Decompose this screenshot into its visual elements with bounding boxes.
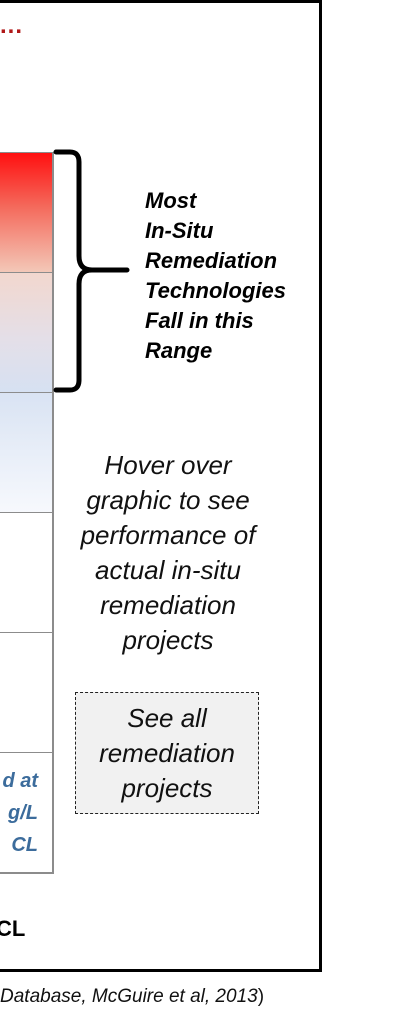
see-all-projects-button[interactable]: See all remediation projects <box>75 692 259 814</box>
concentration-bands[interactable]: d at g/L CL <box>0 152 54 874</box>
source-paren: ) <box>257 986 265 1007</box>
hover-line: projects <box>122 625 214 655</box>
in-situ-range-label: Most In-Situ Remediation Technologies Fa… <box>145 186 286 366</box>
band-6-label-line: g/L <box>8 802 38 824</box>
see-all-line: remediation <box>99 737 235 768</box>
hover-line: remediation <box>100 590 236 620</box>
hover-line: graphic to see <box>86 485 250 515</box>
band-3[interactable] <box>0 392 52 514</box>
range-label-line: Remediation <box>145 248 278 273</box>
diagram-frame <box>0 0 322 972</box>
range-label-line: In-Situ <box>145 218 214 243</box>
hover-line: Hover over <box>104 450 232 480</box>
range-label-line: Range <box>145 338 213 363</box>
band-1[interactable] <box>0 152 52 274</box>
hover-line: performance of <box>80 520 256 550</box>
band-6-label: d at g/L CL <box>2 765 38 861</box>
band-6-label-line: CL <box>11 834 38 856</box>
band-4[interactable] <box>0 512 52 634</box>
see-all-line: See all <box>127 702 207 733</box>
see-all-line: projects <box>121 772 213 803</box>
mcl-label: CL <box>0 916 26 941</box>
band-2[interactable] <box>0 272 52 394</box>
source-citation: Database, McGuire et al, 2013) <box>0 986 264 1008</box>
range-bracket-icon <box>53 149 130 393</box>
band-5[interactable] <box>0 632 52 754</box>
header-ellipsis: ... <box>0 12 24 39</box>
band-6-label-line: d at <box>2 770 38 792</box>
source-text: Database, McGuire et al, 2013 <box>0 986 258 1007</box>
range-label-line: Most <box>145 188 197 213</box>
range-label-line: Technologies <box>145 278 286 303</box>
band-6[interactable]: d at g/L CL <box>0 752 52 874</box>
hover-instruction: Hover over graphic to see performance of… <box>64 448 272 658</box>
range-label-line: Fall in this <box>145 308 254 333</box>
hover-line: actual in-situ <box>95 555 241 585</box>
